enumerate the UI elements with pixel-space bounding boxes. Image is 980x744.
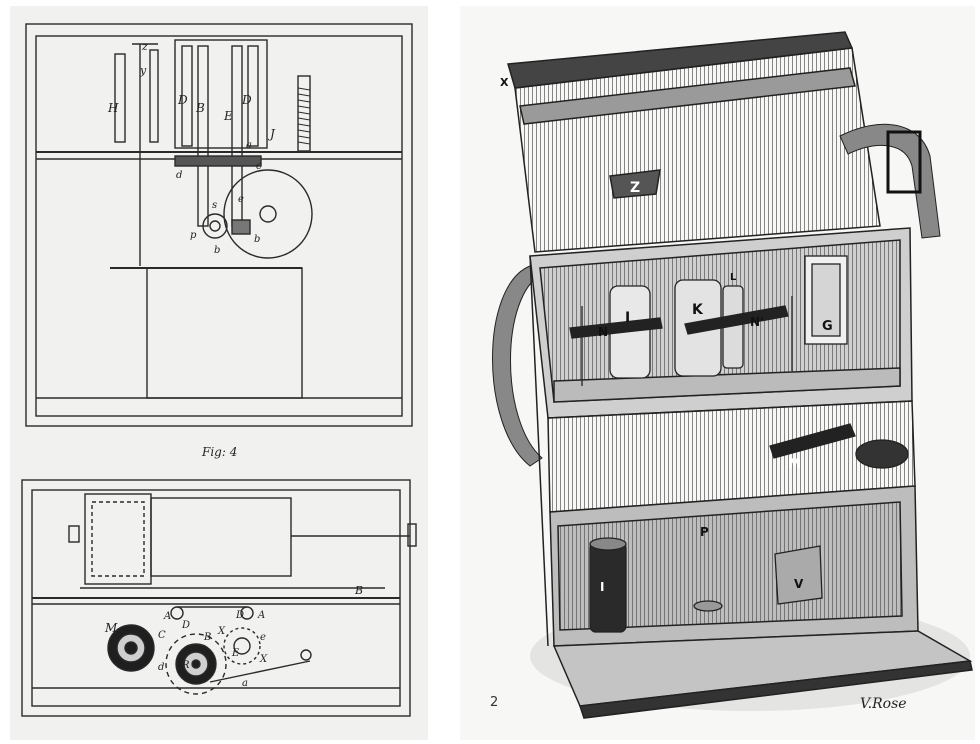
label-X1: X — [217, 626, 226, 637]
label-N-prime: N' — [750, 315, 764, 329]
label-bottom-B2: B — [203, 632, 211, 643]
plate-number: 2 — [490, 695, 498, 710]
engraving-panel: X Z I K L N N' G M P I V 2 V.Rose — [460, 6, 975, 740]
label-H: H — [107, 101, 119, 115]
label-R: R — [181, 660, 190, 671]
label-J: J — [267, 127, 276, 141]
top-frame-inner — [35, 35, 403, 417]
label-bottom-E: E — [231, 648, 240, 659]
label-C: C — [158, 630, 166, 641]
patent-drawing-panel: z y H D B E D J a c d e s p b b Fig: 4 — [10, 6, 428, 740]
bottom-figure — [21, 479, 417, 717]
label-c: c — [256, 161, 262, 172]
label-X2: X — [259, 654, 268, 665]
buckle — [886, 130, 922, 194]
top-figure-labels: z y H D B E D J a c d e s p b b — [107, 40, 276, 256]
label-K: K — [692, 302, 704, 318]
label-p: p — [190, 230, 197, 241]
label-bottom-a: a — [242, 678, 248, 689]
label-D2: D — [241, 93, 252, 107]
label-s: s — [212, 200, 217, 211]
label-I2: I — [600, 580, 604, 594]
label-z: z — [141, 40, 148, 53]
label-X: X — [500, 76, 509, 89]
label-bottom-D1: D — [181, 620, 190, 631]
label-E: E — [223, 109, 233, 123]
label-D1: D — [177, 93, 188, 107]
bottom-figure-labels: B M A D D A C B X e E X R d a — [104, 584, 363, 689]
label-b1: b — [214, 245, 220, 256]
case-body — [529, 227, 973, 719]
label-A1: A — [163, 611, 171, 622]
label-bottom-d: d — [158, 662, 164, 673]
label-A2: A — [257, 610, 265, 621]
label-bottom-B: B — [354, 584, 363, 597]
engraving-labels: X Z I K L N N' G M P I V — [500, 76, 833, 594]
label-d: d — [176, 170, 182, 181]
label-bottom-e: e — [260, 632, 266, 643]
case-lid — [507, 31, 881, 253]
label-V: V — [794, 577, 804, 591]
label-Z: Z — [630, 180, 640, 196]
label-P: P — [700, 525, 709, 539]
label-bottom-D2: D — [235, 610, 244, 621]
label-y: y — [139, 64, 147, 77]
engraver-signature: V.Rose — [860, 696, 907, 712]
top-frame-outer — [25, 23, 413, 427]
right-strap — [839, 123, 941, 239]
patent-drawing-svg: z y H D B E D J a c d e s p b b Fig: 4 — [21, 23, 417, 717]
label-G: G — [822, 319, 833, 334]
instruments — [569, 255, 909, 633]
left-strap — [492, 265, 543, 467]
label-e: e — [238, 194, 244, 205]
label-I: I — [625, 310, 630, 326]
label-b2: b — [254, 234, 260, 245]
label-B: B — [195, 101, 205, 115]
engraving-svg: X Z I K L N N' G M P I V 2 V.Rose — [490, 31, 973, 719]
label-a: a — [246, 140, 252, 151]
top-figure — [25, 23, 413, 427]
figure-caption: Fig: 4 — [201, 445, 237, 459]
label-L: L — [730, 272, 737, 283]
label-M: M — [788, 457, 801, 472]
label-N: N — [598, 325, 608, 339]
label-M: M — [104, 621, 118, 635]
